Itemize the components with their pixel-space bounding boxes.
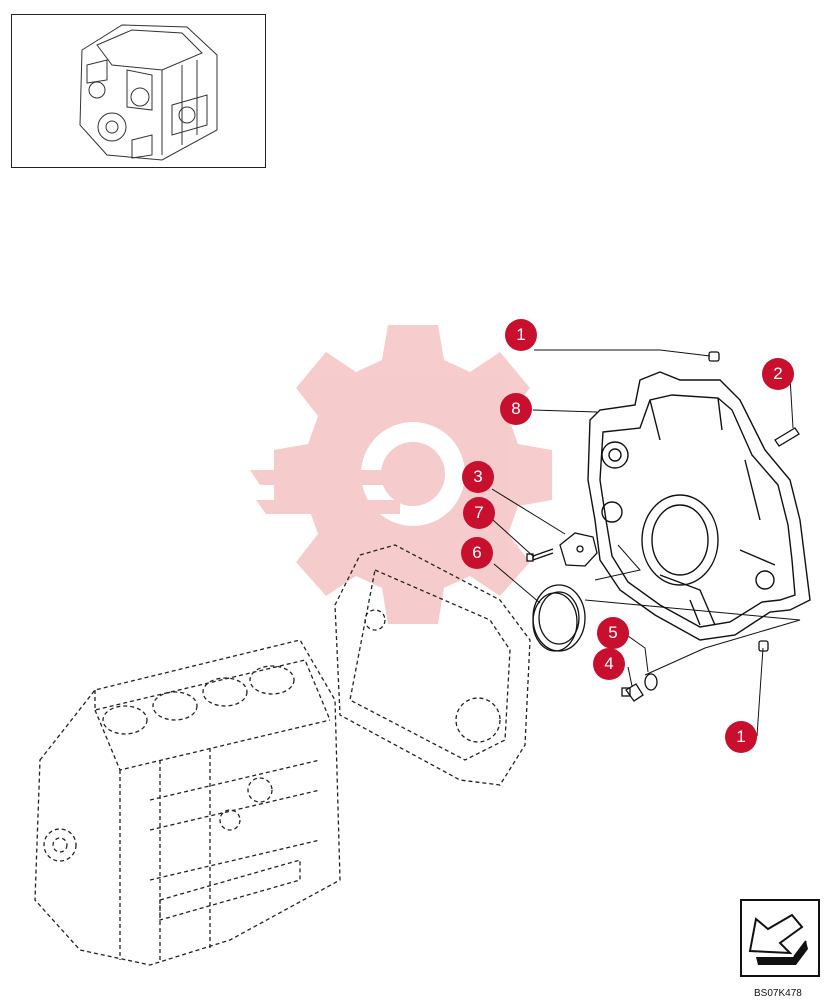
engine-thumbnail-drawing	[79, 24, 218, 161]
arrow-back-icon	[748, 913, 808, 965]
flywheel-housing-part	[587, 371, 811, 641]
reference-code: BS07K478	[754, 988, 802, 999]
leader-lines	[491, 349, 801, 737]
small-parts	[526, 351, 800, 702]
callout-3[interactable]: 3	[462, 461, 494, 493]
callout-4[interactable]: 4	[593, 648, 625, 680]
engine-block-phantom	[34, 639, 341, 966]
navigate-back-button[interactable]	[740, 899, 820, 977]
watermark-gear-icon	[250, 325, 552, 624]
callout-1-top[interactable]: 1	[505, 319, 537, 351]
callout-7[interactable]: 7	[463, 497, 495, 529]
rear-plate-phantom	[334, 544, 531, 786]
callout-8[interactable]: 8	[500, 393, 532, 425]
callout-1-bottom[interactable]: 1	[725, 721, 757, 753]
engine-thumbnail[interactable]	[11, 14, 266, 168]
callout-5[interactable]: 5	[597, 617, 629, 649]
callout-6[interactable]: 6	[461, 537, 493, 569]
callout-2[interactable]: 2	[762, 358, 794, 390]
